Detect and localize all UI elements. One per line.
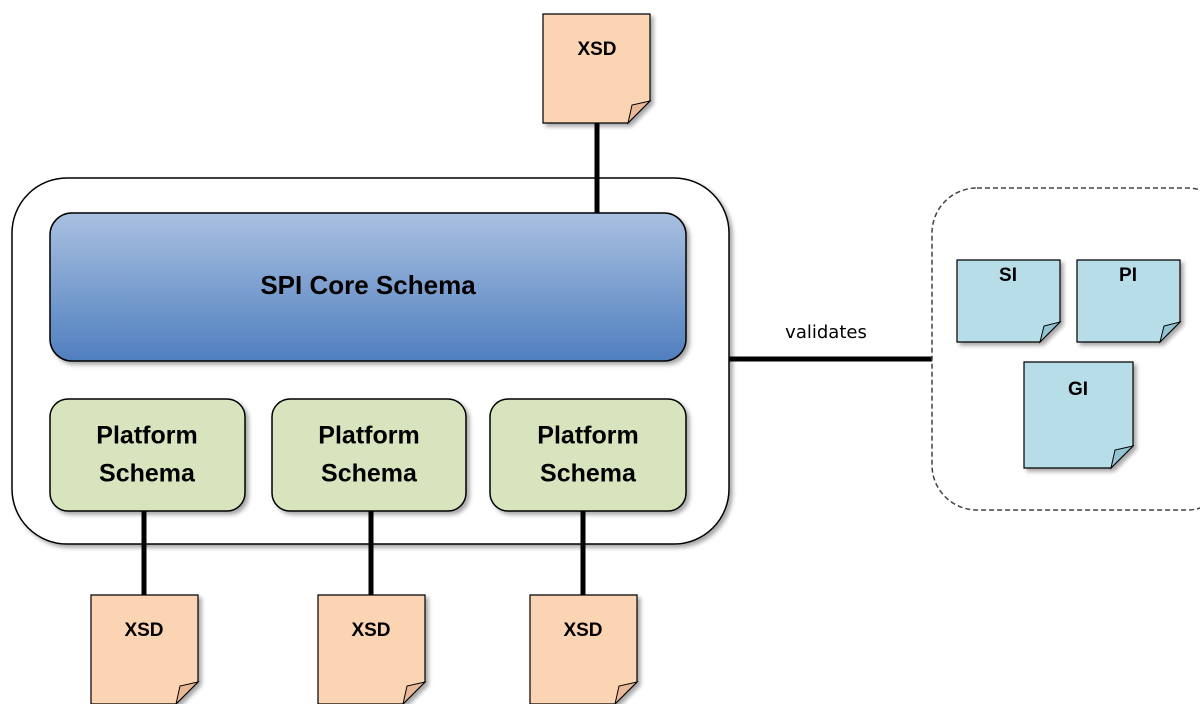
xsd-2-label: XSD [351, 620, 390, 641]
instance-document-si: SI [956, 259, 1062, 344]
xsd-document-1: XSD [90, 594, 200, 704]
platform-schema-3: Platform Schema [489, 398, 687, 512]
xsd-3-label: XSD [563, 620, 602, 641]
platform-schema-3-line1: Platform [537, 422, 638, 450]
spi-core-schema: SPI Core Schema [49, 212, 687, 362]
connectors [141, 122, 932, 600]
si-label: SI [999, 265, 1017, 286]
xsd-1-label: XSD [124, 620, 163, 641]
xsd-document-top: XSD [542, 13, 652, 125]
pi-label: PI [1119, 265, 1137, 286]
xsd-top-label: XSD [577, 39, 616, 60]
instance-document-pi: PI [1076, 259, 1182, 344]
spi-core-schema-label: SPI Core Schema [260, 270, 476, 300]
platform-schema-3-line2: Schema [540, 460, 637, 488]
xsd-document-3: XSD [529, 594, 639, 704]
platform-schema-2: Platform Schema [271, 398, 467, 512]
platform-schema-1: Platform Schema [49, 398, 246, 512]
instance-document-gi: GI [1023, 361, 1135, 470]
platform-schema-1-line2: Schema [99, 460, 196, 488]
gi-label: GI [1068, 379, 1088, 400]
platform-schema-2-line1: Platform [318, 422, 419, 450]
xsd-document-2: XSD [317, 594, 427, 704]
platform-schema-1-line1: Platform [96, 422, 197, 450]
validates-label: validates [785, 322, 867, 343]
platform-schema-2-line2: Schema [321, 460, 418, 488]
